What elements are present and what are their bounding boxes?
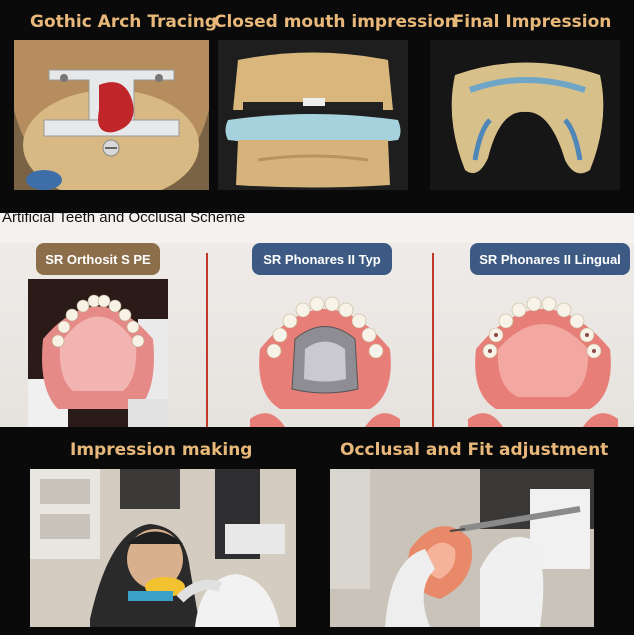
final-impression-image (430, 40, 620, 190)
middle-panel: Artificial Teeth and Occlusal Scheme SR … (0, 213, 634, 427)
sr-orthosit-denture-image (28, 279, 168, 427)
bottom-panel: Impression making Occlusal and Fit adjus… (0, 427, 634, 635)
caption-final-impression: Final Impression (452, 12, 612, 32)
label-sr-phonares-typ: SR Phonares II Typ (252, 243, 392, 275)
caption-gothic-arch-tracing: Gothic Arch Tracing (30, 12, 218, 32)
label-sr-orthosit: SR Orthosit S PE (36, 243, 160, 275)
top-panel: Gothic Arch Tracing Closed mouth impress… (0, 0, 634, 213)
final-impression-photo (430, 40, 620, 190)
label-sr-phonares-lingual: SR Phonares II Lingual (470, 243, 630, 275)
sr-orthosit-denture-photo (28, 279, 168, 427)
divider-1 (206, 253, 208, 427)
closed-mouth-impression-image (218, 40, 408, 190)
sr-phonares-lingual-denture-image (468, 296, 618, 427)
caption-occlusal-fit-adjustment: Occlusal and Fit adjustment (340, 440, 609, 460)
section-title: Artificial Teeth and Occlusal Scheme (2, 213, 246, 226)
sr-phonares-typ-denture-photo (250, 279, 400, 427)
occlusal-fit-adjustment-image (330, 469, 594, 627)
gothic-arch-tracing-photo (14, 40, 209, 190)
closed-mouth-impression-photo (218, 40, 408, 190)
impression-making-image (30, 469, 296, 627)
gothic-arch-tracing-image (14, 40, 209, 190)
impression-making-photo (30, 469, 296, 627)
occlusal-fit-adjustment-photo (330, 469, 594, 627)
caption-closed-mouth-impression: Closed mouth impression (214, 12, 457, 32)
caption-impression-making: Impression making (70, 440, 253, 460)
divider-2 (432, 253, 434, 427)
sr-phonares-typ-denture-image (250, 296, 400, 427)
sr-phonares-lingual-denture-photo (468, 279, 618, 427)
